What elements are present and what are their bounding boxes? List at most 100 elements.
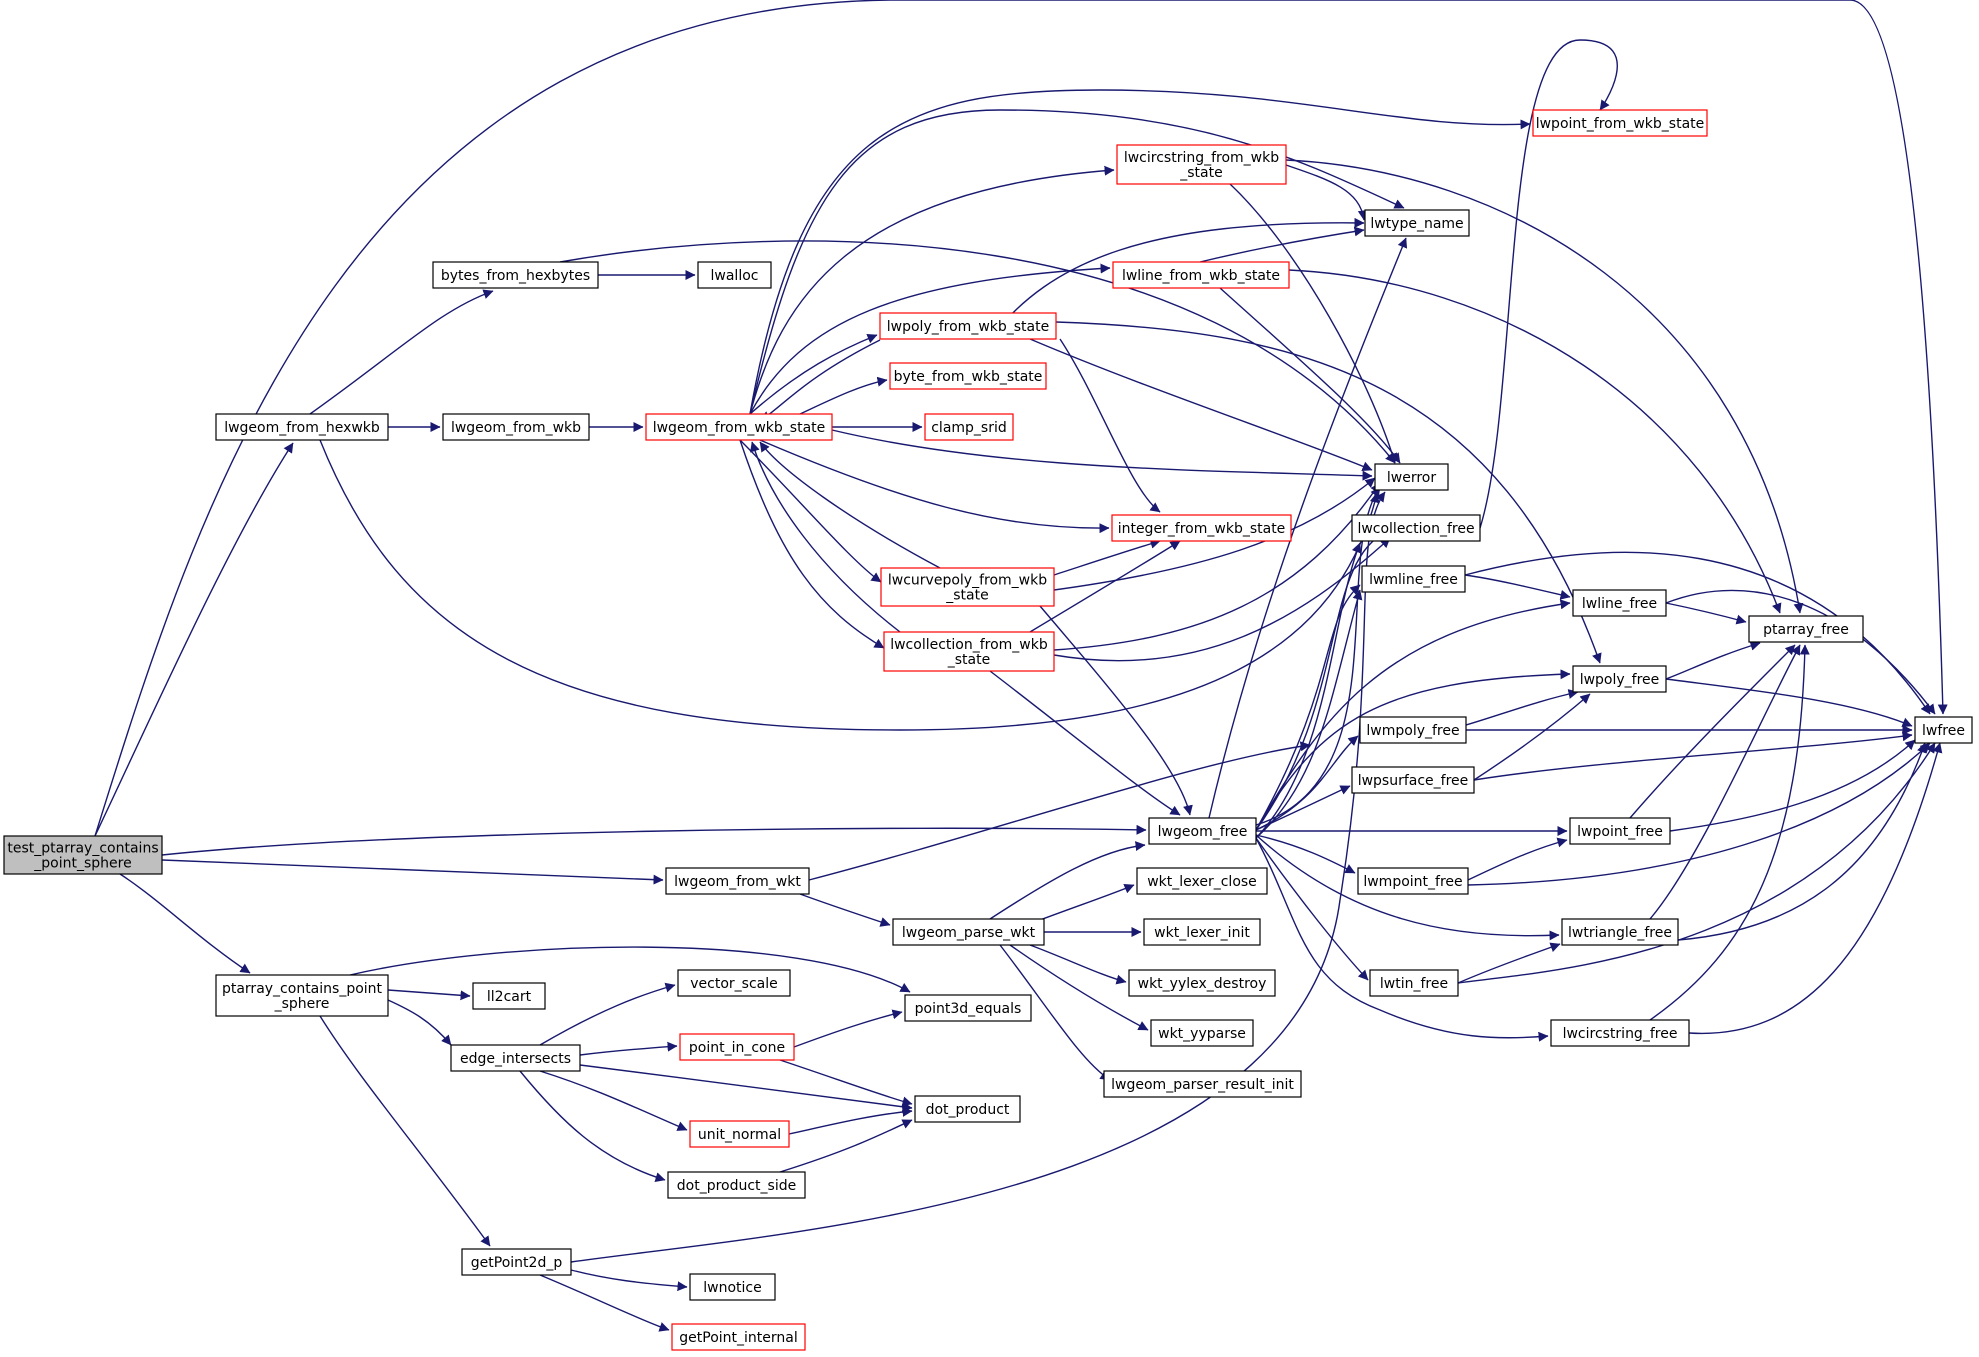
node-wkt-yylex-destroy[interactable]: wkt_yylex_destroy [1128,969,1276,997]
node-lwmpoint-free[interactable]: lwmpoint_free [1357,867,1469,895]
call-edge [94,442,294,837]
call-edge [989,217,1365,340]
node-label: lwgeom_from_hexwkb [224,420,380,436]
call-edge [539,982,676,1046]
node-lwgeom-from-wkt[interactable]: lwgeom_from_wkt [665,867,810,895]
node-point3d-equals[interactable]: point3d_equals [904,994,1032,1022]
call-edge [1055,321,1602,664]
node-unit-normal[interactable]: unit_normal [689,1120,790,1148]
node-lwgeom-from-wkb[interactable]: lwgeom_from_wkb [442,413,590,441]
call-edge [1665,678,1913,727]
call-edge [1465,689,1579,726]
node-getPoint-internal[interactable]: getPoint_internal [671,1323,806,1351]
node-lwline-free[interactable]: lwline_free [1572,589,1667,617]
node-box [665,867,810,895]
node-lwtype-name[interactable]: lwtype_name [1364,209,1470,237]
call-edge [309,289,494,415]
node-lwgeom-from-wkb-state[interactable]: lwgeom_from_wkb_state [645,413,833,441]
node-wkt-lexer-close[interactable]: wkt_lexer_close [1136,867,1268,895]
call-edge [1255,837,1549,1042]
call-edges [94,0,1948,1332]
node-label: lwtriangle_free [1568,925,1672,941]
node-box [1357,867,1469,895]
node-lwpoly-free[interactable]: lwpoly_free [1572,665,1667,693]
node-lwerror[interactable]: lwerror [1374,463,1449,491]
node-lwline-from-wkb-state[interactable]: lwline_from_wkb_state [1112,261,1290,289]
node-label: lwcollection_free [1357,521,1474,537]
call-edge [1208,237,1408,819]
node-point-in-cone[interactable]: point_in_cone [679,1033,795,1061]
call-edge [1457,942,1561,984]
node-lwpoint-free[interactable]: lwpoint_free [1569,817,1671,845]
node-lwcircstring-free[interactable]: lwcircstring_free [1550,1019,1690,1047]
node-label: lwnotice [703,1280,761,1296]
node-lwfree[interactable]: lwfree [1914,716,1973,744]
node-box [1572,665,1667,693]
call-edge [1255,735,1359,831]
call-edge [1665,602,1747,625]
node-box [914,1095,1021,1123]
node-lwpoly-from-wkb-state[interactable]: lwpoly_from_wkb_state [879,312,1057,340]
node-byte-from-wkb-state[interactable]: byte_from_wkb_state [889,362,1047,390]
node-label: bytes_from_hexbytes [441,268,590,284]
node-edge-intersects[interactable]: edge_intersects [450,1044,581,1072]
node-lwgeom-from-hexwkb[interactable]: lwgeom_from_hexwkb [215,413,389,441]
node-lwmpoly-free[interactable]: lwmpoly_free [1359,716,1467,744]
node-label: _state [947,652,990,668]
node-ll2cart[interactable]: ll2cart [472,982,546,1010]
node-dot-product[interactable]: dot_product [914,1095,1021,1123]
node-lwcurvepoly-from-wkb-state[interactable]: lwcurvepoly_from_wkb_state [880,567,1055,607]
node-lwgeom-free[interactable]: lwgeom_free [1148,817,1257,845]
node-box [1136,867,1268,895]
node-label: _sphere [274,996,330,1012]
node-dot-product-side[interactable]: dot_product_side [667,1171,806,1199]
call-edge [161,824,1147,856]
node-root[interactable]: test_ptarray_contains_point_sphere [3,835,163,875]
node-lwgeom-parser-result-init[interactable]: lwgeom_parser_result_init [1103,1070,1302,1098]
node-lwmline-free[interactable]: lwmline_free [1361,565,1466,593]
function-nodes: test_ptarray_contains_point_spherelwgeom… [3,109,1973,1351]
node-wkt-lexer-init[interactable]: wkt_lexer_init [1143,918,1261,946]
node-lwgeom-parse-wkt[interactable]: lwgeom_parse_wkt [892,918,1045,946]
node-label: lwcircstring_free [1563,1026,1678,1042]
node-box [1369,969,1459,997]
node-box [1532,109,1708,137]
call-edge [989,841,1146,920]
node-wkt-yyparse[interactable]: wkt_yyparse [1150,1019,1254,1047]
node-lwcollection-free[interactable]: lwcollection_free [1351,514,1481,542]
node-vector-scale[interactable]: vector_scale [677,969,791,997]
call-edge [1029,338,1373,471]
node-lwpoint-from-wkb-state[interactable]: lwpoint_from_wkb_state [1532,109,1708,137]
node-lwalloc[interactable]: lwalloc [697,261,772,289]
node-lwtin-free[interactable]: lwtin_free [1369,969,1459,997]
node-lwtriangle-free[interactable]: lwtriangle_free [1561,918,1679,946]
call-edge [1053,482,1381,651]
call-edge [539,1274,670,1332]
node-box [432,261,599,289]
call-edge [1464,551,1931,715]
node-label: clamp_srid [931,420,1007,436]
node-clamp-srid[interactable]: clamp_srid [924,413,1014,441]
node-label: edge_intersects [460,1051,571,1067]
node-integer-from-wkb-state[interactable]: integer_from_wkb_state [1111,514,1292,542]
node-label: lwline_free [1582,596,1657,612]
node-box [1116,144,1287,185]
node-ptarray-contains-point-sphere[interactable]: ptarray_contains_point_sphere [215,974,389,1017]
node-label: lwtype_name [1370,216,1463,232]
node-lwpsurface-free[interactable]: lwpsurface_free [1351,766,1475,794]
node-box [1148,817,1257,845]
call-edge [1053,538,1161,576]
node-label: ll2cart [487,989,532,1005]
node-label: wkt_lexer_close [1147,874,1257,890]
node-getPoint2d-p[interactable]: getPoint2d_p [461,1248,572,1276]
node-lwnotice[interactable]: lwnotice [689,1273,776,1301]
node-ptarray-free[interactable]: ptarray_free [1748,615,1864,643]
node-lwcollection-from-wkb-state[interactable]: lwcollection_from_wkb_state [883,631,1055,672]
call-edge [1009,944,1149,1031]
node-label: lwpoly_free [1580,672,1660,688]
node-lwcircstring-from-wkb-state[interactable]: lwcircstring_from_wkb_state [1116,144,1287,185]
node-box [1351,514,1481,542]
node-box [1351,766,1475,794]
node-bytes-from-hexbytes[interactable]: bytes_from_hexbytes [432,261,599,289]
node-box [889,362,1047,390]
